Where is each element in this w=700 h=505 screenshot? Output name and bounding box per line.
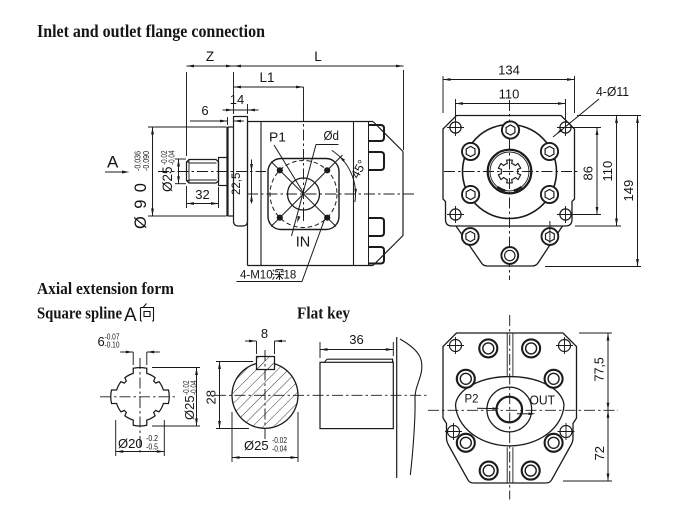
- svg-text:L: L: [314, 49, 322, 64]
- svg-text:-0.04: -0.04: [168, 150, 177, 165]
- svg-text:-0.5: -0.5: [146, 442, 158, 452]
- svg-text:P1: P1: [269, 130, 286, 145]
- svg-text:OUT: OUT: [530, 393, 556, 408]
- svg-text:Ø25: Ø25: [244, 438, 269, 453]
- svg-text:Ød: Ød: [324, 128, 340, 143]
- svg-text:Ø25: Ø25: [160, 166, 175, 192]
- svg-text:A: A: [124, 305, 137, 326]
- svg-text:72: 72: [592, 446, 607, 460]
- svg-text:-0.04: -0.04: [272, 444, 287, 454]
- svg-text:-0.10: -0.10: [105, 340, 120, 350]
- svg-text:149: 149: [621, 180, 636, 202]
- svg-text:P2: P2: [465, 392, 479, 406]
- svg-text:Z: Z: [206, 49, 214, 64]
- svg-text:4-M10: 4-M10: [240, 270, 273, 282]
- svg-text:Axial extension form: Axial extension form: [37, 279, 174, 298]
- svg-text:36: 36: [349, 332, 363, 347]
- svg-text:IN: IN: [296, 235, 311, 251]
- svg-text:L1: L1: [259, 70, 274, 85]
- svg-text:32: 32: [195, 187, 209, 202]
- svg-text:28: 28: [204, 390, 219, 404]
- svg-text:Ø20: Ø20: [118, 436, 143, 451]
- svg-text:77,5: 77,5: [593, 357, 607, 381]
- svg-text:-0.04: -0.04: [190, 380, 199, 395]
- svg-text:-0.090: -0.090: [141, 151, 151, 171]
- svg-text:86: 86: [581, 166, 596, 180]
- svg-text:8: 8: [261, 326, 268, 341]
- svg-text:134: 134: [498, 63, 520, 78]
- svg-text:110: 110: [499, 87, 520, 102]
- svg-text:Flat key: Flat key: [297, 304, 350, 323]
- svg-text:A: A: [107, 153, 119, 172]
- svg-text:110: 110: [600, 161, 615, 182]
- svg-text:14: 14: [230, 92, 244, 107]
- svg-text:6: 6: [201, 103, 208, 118]
- svg-text:Inlet and outlet flange connec: Inlet and outlet flange connection: [37, 21, 265, 41]
- svg-text:Ø25: Ø25: [182, 395, 197, 420]
- svg-text:Ø90: Ø90: [132, 183, 150, 229]
- svg-text:Square spline: Square spline: [37, 304, 122, 323]
- svg-text:18: 18: [284, 270, 297, 282]
- svg-text:22,5: 22,5: [231, 173, 243, 195]
- svg-text:4-Ø11: 4-Ø11: [596, 85, 629, 99]
